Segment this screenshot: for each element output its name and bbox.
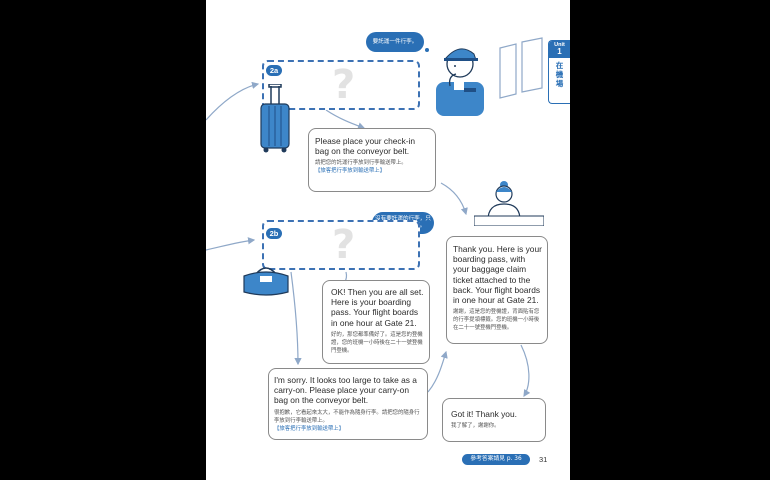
all-set-english: OK! Then you are all set. Here is your b… [331,287,424,328]
duffel-bag-illustration [243,267,289,296]
speech-bubble-got-it: Got it! Thank you. 我了解了，謝謝你。 [442,398,546,442]
speech-bubble-too-large: I'm sorry. It looks too large to take as… [268,368,428,440]
thought-dot [425,48,429,52]
speech-bubble-boarding-pass: Thank you. Here is your boarding pass, w… [446,236,548,344]
arrow-2a-checkin [325,109,366,130]
answer-box-2b[interactable]: ? [262,220,420,270]
badge-2a: 2a [266,65,282,76]
page-number: 31 [539,455,548,464]
too-large-chinese: 很抱歉，它看起來太大，不能作為隨身行李。請把您的隨身行李放到行李輸送帶上。 [274,409,420,424]
badge-2b: 2b [266,228,282,239]
unit-tab[interactable]: Unit 1 在機場 [548,40,570,104]
unit-number: 1 [557,47,562,56]
arrow-in-2b [206,237,256,251]
all-set-chinese: 好的，那您都準備好了。這是您的登機證，您的班機一小時後在二十一號登機門登機。 [331,331,423,354]
thought-text-check-bag: 要託運一件行李。 [372,38,418,45]
arrow-boarding-gotit [520,344,531,398]
speech-bubble-checkin: Please place your check-in bag on the co… [308,128,436,192]
window-illustration [499,37,543,99]
too-large-english: I'm sorry. It looks too large to take as… [274,375,417,406]
suitcase-illustration [260,84,290,153]
got-it-chinese: 我了解了，謝謝你。 [451,423,500,430]
checkin-note: 【旅客把行李放到輸送帶上】 [315,168,386,175]
unit-title: 在機場 [555,61,564,88]
speech-bubble-all-set: OK! Then you are all set. Here is your b… [322,280,430,364]
got-it-english: Got it! Thank you. [451,409,517,419]
checkin-english: Please place your check-in bag on the co… [315,136,416,157]
unit-tab-header: Unit 1 [549,41,570,58]
boarding-chinese: 謝謝，這是您的登機證，背面貼有您的行李提領標籤。您的班機一小時後在二十一號登機門… [453,309,540,332]
boarding-english: Thank you. Here is your boarding pass, w… [453,244,542,306]
textbook-page: Unit 1 在機場 要託運一件行李。 ? 2a Please place yo… [206,0,570,480]
arrow-checkin-boarding [440,182,468,216]
question-mark-2b: ? [332,222,356,268]
unit-label: Unit [554,42,565,48]
staff-woman-illustration [474,181,544,226]
too-large-note: 【旅客把行李放到輸送帶上】 [274,425,345,432]
checkin-chinese: 請把您的託運行李放到行李輸送帶上。 [315,160,407,167]
arrow-sorry-boarding [427,350,448,393]
answer-box-2a[interactable]: ? [262,60,420,110]
thought-bubble-check-bag: 要託運一件行李。 [366,32,424,52]
arrow-in-2a [206,81,260,121]
arrow-2b-sorry [290,271,302,366]
answer-reference-link[interactable]: 參考答案請見 p. 36 [462,454,530,465]
question-mark-2a: ? [332,62,356,108]
traveler-man-illustration [436,48,484,116]
